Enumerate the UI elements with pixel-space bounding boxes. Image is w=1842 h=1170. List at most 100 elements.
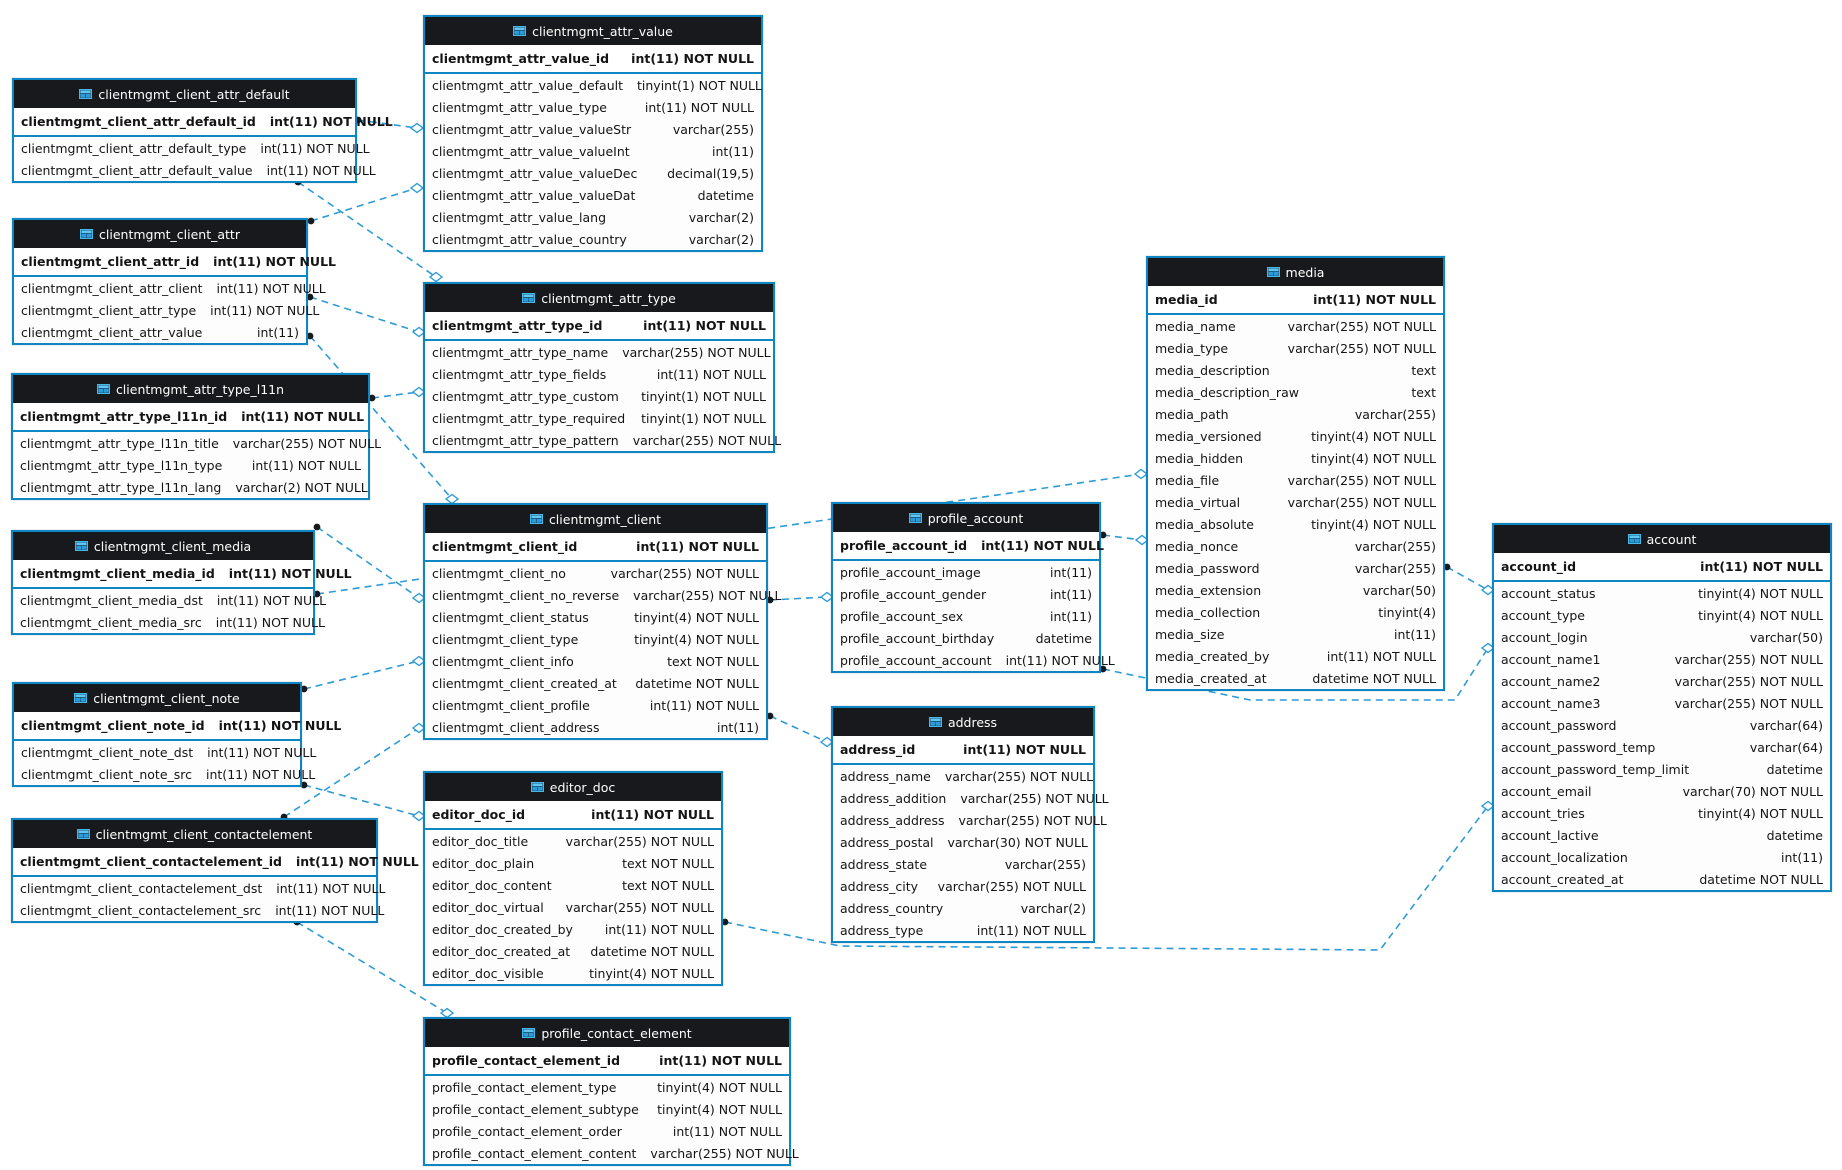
relationship-line[interactable] — [310, 187, 418, 222]
relationship-line[interactable] — [309, 296, 420, 333]
table-header[interactable]: clientmgmt_client_attr — [14, 220, 306, 248]
table-header[interactable]: clientmgmt_client_attr_default — [14, 80, 355, 108]
relationship-line[interactable] — [297, 181, 437, 278]
relationship-line[interactable] — [309, 335, 453, 500]
relationship-line[interactable] — [371, 391, 420, 399]
table-header[interactable]: clientmgmt_attr_type_l11n — [13, 375, 368, 403]
table-header[interactable]: profile_contact_element — [425, 1019, 789, 1047]
relationship-line[interactable] — [296, 921, 448, 1014]
table-header[interactable]: media — [1148, 258, 1443, 286]
relationship-line[interactable] — [283, 727, 420, 818]
table-header[interactable]: clientmgmt_attr_type — [425, 284, 773, 312]
table-header[interactable]: editor_doc — [425, 773, 721, 801]
table-header[interactable]: clientmgmt_client_note — [14, 684, 300, 712]
table-header[interactable]: clientmgmt_client_contactelement — [13, 820, 376, 848]
table-header[interactable]: clientmgmt_client_media — [13, 532, 313, 560]
table-header[interactable]: clientmgmt_attr_value — [425, 17, 761, 45]
table-clientmgmt_client_attr_default[interactable]: clientmgmt_client_attr_default clientmgmt… — [12, 78, 393, 183]
